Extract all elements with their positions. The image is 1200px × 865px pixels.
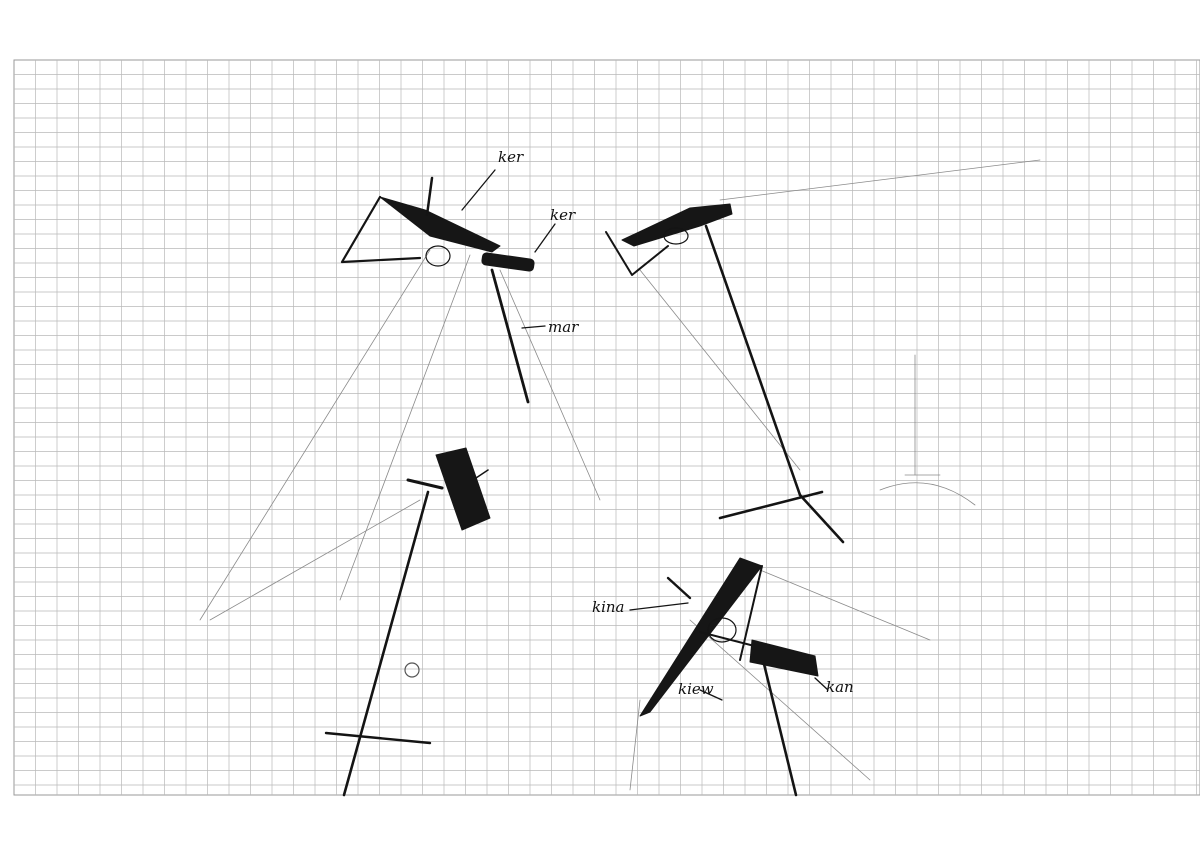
lamp-foot — [324, 731, 432, 745]
leader-line — [814, 677, 829, 691]
grid-lines — [14, 60, 1200, 795]
lamp-stand — [490, 268, 530, 404]
lamp-stand — [704, 224, 802, 497]
handwritten-note: mar — [548, 318, 579, 336]
leader-line — [461, 169, 496, 211]
handwritten-note: kan — [826, 678, 854, 696]
lamp-shade — [621, 203, 733, 247]
handwritten-note: ker — [550, 206, 576, 224]
lamp-joint — [425, 245, 451, 267]
lamp-bulb-holder — [749, 639, 819, 677]
lamp-post — [425, 176, 434, 217]
lamp-handle — [666, 576, 692, 600]
lamp-leg — [718, 490, 824, 520]
lamp-arm — [475, 469, 489, 479]
lamp-arm — [406, 478, 444, 490]
lamp-shade — [639, 557, 763, 717]
lamp-sketch-bottom-right — [629, 557, 829, 797]
lamp-shade — [435, 447, 491, 531]
construction-lines — [199, 159, 1041, 791]
leader-line — [629, 602, 689, 611]
lamp-sketch-top-left — [340, 169, 556, 404]
graph-paper — [13, 59, 1200, 796]
lamp-bulb-holder — [481, 252, 535, 272]
lamp-stand — [342, 490, 430, 797]
handwritten-note: kina — [592, 598, 625, 616]
leader-line — [534, 223, 556, 253]
lamp-joint — [707, 617, 737, 643]
lamp-arm — [340, 195, 422, 264]
leader-line — [521, 325, 546, 329]
lamp-leg — [798, 493, 845, 544]
handwritten-note: ker — [498, 148, 524, 166]
lamp-arm — [605, 231, 669, 276]
lamp-joint — [663, 227, 689, 245]
leader-line — [699, 689, 723, 701]
lamp-shade — [379, 196, 501, 253]
lamp-sketch-top-right — [605, 203, 845, 544]
handwritten-note: kiew — [678, 680, 714, 698]
lamp-stand — [762, 662, 798, 797]
lamp-sketch-bottom-left — [324, 447, 491, 797]
